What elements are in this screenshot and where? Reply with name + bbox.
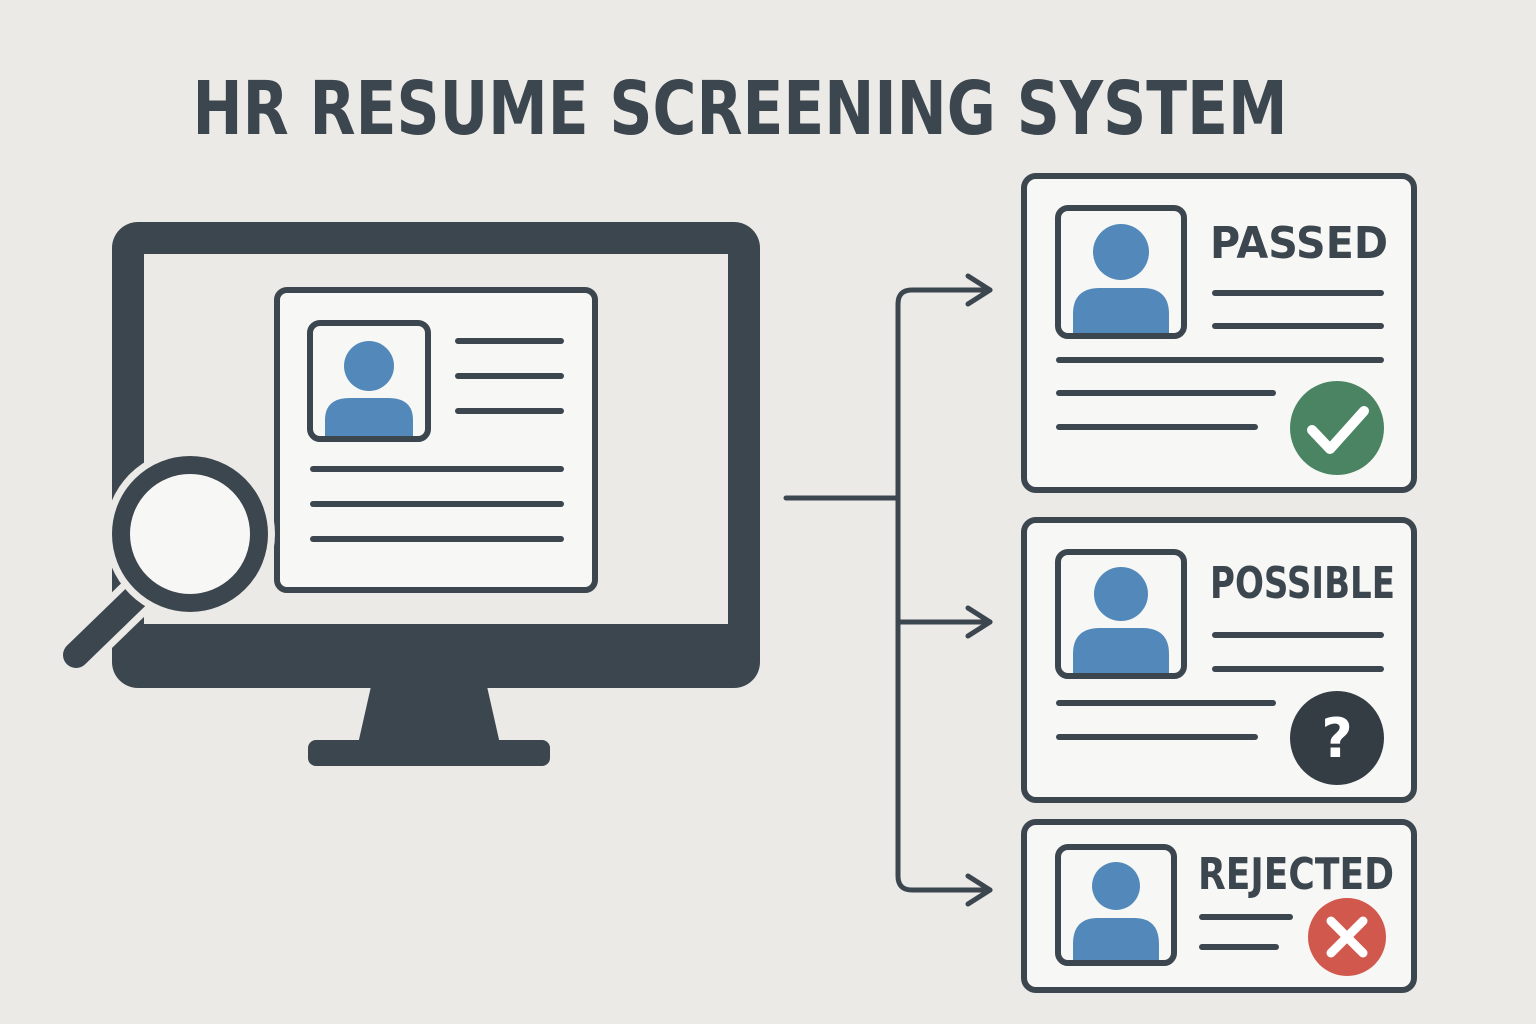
monitor-stand: [358, 682, 500, 744]
person-icon: [1073, 567, 1169, 673]
card-text-lines: [1199, 914, 1293, 950]
monitor-base: [308, 740, 550, 766]
arrowhead-rejected: [965, 873, 993, 907]
card-possible: POSSIBLE ?: [1021, 517, 1417, 803]
x-icon: [1308, 898, 1386, 976]
magnifying-glass-icon: [56, 449, 275, 675]
connector-vertical: [895, 287, 993, 893]
diagram-title: HR RESUME SCREENING SYSTEM: [193, 66, 1288, 152]
question-mark: ?: [1321, 707, 1352, 770]
card-passed: PASSED: [1021, 173, 1417, 493]
arrowhead-possible: [965, 605, 993, 639]
card-text-lines: [1056, 290, 1384, 430]
resume-text-lines: [310, 338, 564, 542]
status-label: POSSIBLE: [1210, 558, 1395, 609]
arrowhead-passed: [965, 273, 993, 307]
person-icon: [1073, 862, 1159, 960]
person-icon: [325, 341, 413, 436]
status-label: PASSED: [1210, 218, 1388, 269]
flow-connectors: [783, 273, 993, 907]
monitor-icon: [56, 222, 760, 766]
card-rejected: REJECTED: [1021, 819, 1417, 993]
check-icon: [1290, 381, 1384, 475]
person-icon: [1073, 224, 1169, 333]
status-label: REJECTED: [1198, 849, 1394, 900]
question-icon: ?: [1290, 691, 1384, 785]
resume-document: [274, 287, 598, 593]
card-text-lines: [1056, 632, 1384, 740]
